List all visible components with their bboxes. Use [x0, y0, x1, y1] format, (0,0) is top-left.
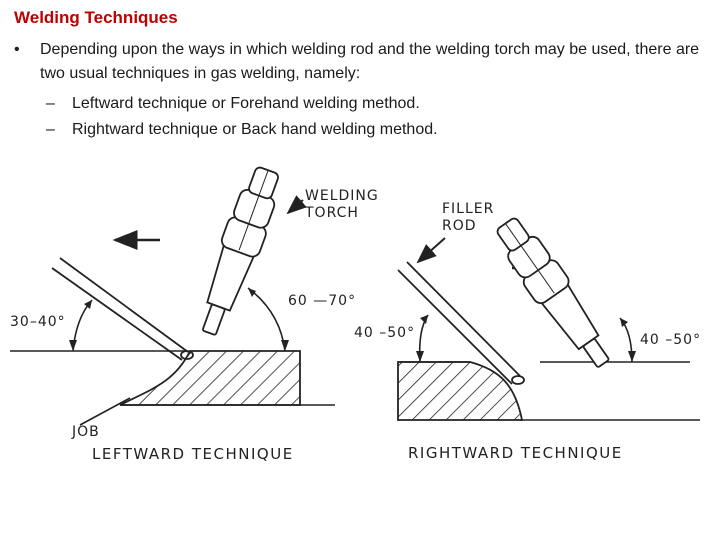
rod-leader-arrow — [416, 237, 446, 264]
main-bullet: • Depending upon the ways in which weldi… — [14, 38, 704, 86]
sub-item-marker: – — [46, 121, 55, 138]
job-workpiece — [119, 350, 301, 406]
angle-label-left-torch: 60 —70° — [288, 293, 356, 309]
angle-label-right-torch: 40 –50° — [640, 332, 701, 348]
leftward-technique-diagram — [10, 166, 335, 426]
welding-torch-label-line2: TORCH — [304, 205, 359, 221]
sub-item-text: Rightward technique or Back hand welding… — [72, 121, 438, 138]
bullet-marker: • — [14, 41, 20, 58]
welding-torch-label-line1: WELDING — [305, 188, 379, 204]
filler-rod-label-line2: ROD — [442, 218, 477, 234]
job-label: JOB — [71, 424, 100, 440]
sub-item-leftward: – Leftward technique or Forehand welding… — [46, 92, 420, 116]
filler-rod-left — [51, 257, 194, 361]
angle-arc-torch-left — [247, 287, 286, 352]
job-workpiece — [397, 361, 524, 421]
bullet-text: Depending upon the ways in which welding… — [40, 41, 700, 82]
filler-rod-right — [397, 261, 525, 385]
caption-rightward-technique: RIGHTWARD TECHNIQUE — [408, 444, 623, 462]
sub-item-rightward: – Rightward technique or Back hand weldi… — [46, 118, 438, 142]
filler-rod-label-line1: FILLER — [442, 201, 494, 217]
sub-item-text: Leftward technique or Forehand welding m… — [72, 95, 420, 112]
angle-label-right-rod: 40 –50° — [354, 325, 415, 341]
welding-torch — [202, 166, 279, 336]
welding-techniques-diagram: WELDING TORCH FILLER ROD 30–40° 60 —70° … — [10, 166, 701, 463]
welding-torch — [496, 217, 610, 368]
angle-label-left-rod: 30–40° — [10, 314, 66, 330]
torch-leader-arrow — [286, 195, 307, 215]
job-leader-line — [79, 397, 131, 426]
rightward-technique-diagram — [397, 217, 700, 421]
caption-leftward-technique: LEFTWARD TECHNIQUE — [92, 445, 294, 463]
slide-title: Welding Techniques — [14, 8, 178, 27]
sub-item-marker: – — [46, 95, 55, 112]
